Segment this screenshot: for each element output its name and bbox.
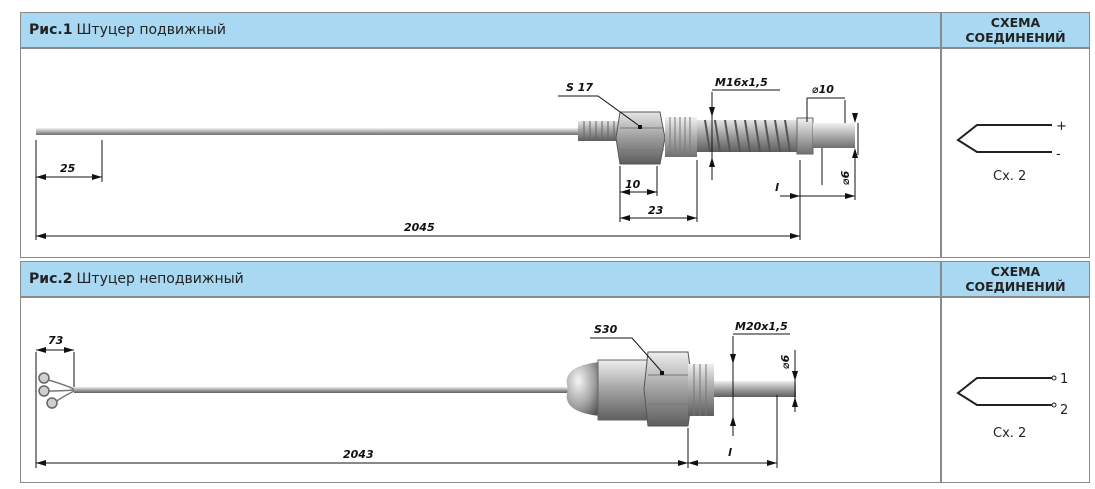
scheme2-pin2: 2	[1060, 403, 1068, 418]
fig1-drawing-area	[20, 48, 941, 258]
dim-25: 25	[60, 162, 76, 175]
fig2-thread	[688, 364, 714, 416]
dim-2043: 2043	[343, 448, 374, 461]
sheath-tube	[36, 128, 581, 135]
fig2-hex	[643, 351, 694, 427]
dim-s30: S30	[594, 323, 618, 336]
dim-23: 23	[648, 204, 664, 217]
fig1-drawing: 25 2045 10 23 l S 17 M16x1,5 ⌀10 ⌀6 + - …	[35, 76, 1067, 240]
dim-73: 73	[48, 334, 64, 347]
fig2-number: Рис.2	[29, 271, 73, 287]
head-body	[597, 359, 649, 421]
dim-m16: M16x1,5	[715, 76, 768, 89]
dim-l: l	[775, 181, 779, 194]
dim-2045: 2045	[404, 221, 435, 234]
dim-d10: ⌀10	[812, 83, 834, 96]
dim-l2: l	[728, 446, 732, 459]
fig1-scheme-header: СХЕМА СОЕДИНЕНИЙ	[941, 12, 1090, 48]
fig2-probe	[714, 381, 796, 397]
hex-nut	[615, 111, 666, 165]
dim-d6: ⌀6	[839, 170, 852, 185]
dim-10: 10	[625, 178, 641, 191]
scheme-header-line2: СОЕДИНЕНИЙ	[965, 279, 1066, 294]
scheme1-minus: -	[1056, 147, 1061, 162]
scheme1-plus: +	[1056, 119, 1067, 134]
scheme1-label: Сх. 2	[993, 169, 1026, 184]
fig1-header: Рис.1 Штуцер подвижный	[20, 12, 941, 48]
dim-d6-2: ⌀6	[779, 354, 792, 369]
scheme-header-line1: СХЕМА	[990, 15, 1041, 30]
scheme-header-line2: СОЕДИНЕНИЙ	[965, 30, 1066, 45]
fig1-number: Рис.1	[29, 22, 73, 38]
dim-s17: S 17	[566, 81, 593, 94]
probe-tip	[813, 123, 855, 148]
scheme2-pin1: 1	[1060, 372, 1068, 387]
nipple-thread	[578, 121, 620, 141]
fig2-sheath	[74, 387, 579, 393]
fig2-scheme-area	[941, 297, 1090, 483]
ring-terminals	[38, 372, 58, 409]
fig2-scheme-header: СХЕМА СОЕДИНЕНИЙ	[941, 261, 1090, 297]
fig1-title: Штуцер подвижный	[76, 22, 226, 38]
dome-cap	[566, 362, 600, 416]
scheme-header-line1: СХЕМА	[990, 264, 1041, 279]
fig2-header: Рис.2 Штуцер неподвижный	[20, 261, 941, 297]
scheme2-label: Сх. 2	[993, 426, 1026, 441]
fig2-title: Штуцер неподвижный	[76, 271, 244, 287]
dim-m20: M20x1,5	[735, 320, 788, 333]
